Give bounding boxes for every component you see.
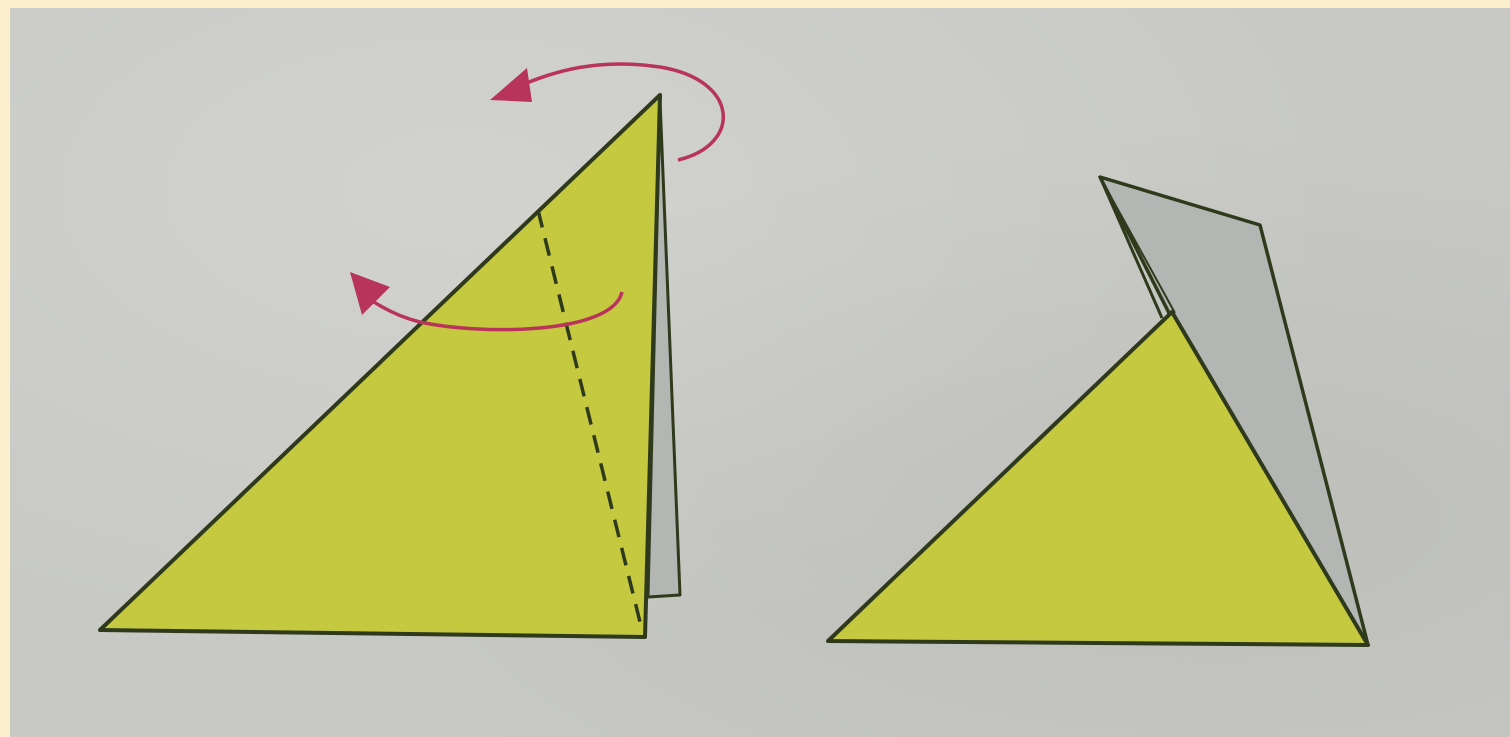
step-2-flap-crease-2 [1099, 176, 1176, 314]
step-1-yellow-triangle [98, 93, 662, 639]
step-2-yellow-triangle [826, 310, 1370, 647]
curved-arrow-top-icon [490, 62, 725, 162]
step-2-flap-crease [1098, 176, 1164, 319]
step-1-figure [98, 62, 725, 639]
step-2-figure [826, 175, 1370, 647]
curved-arrow-middle-icon [350, 272, 624, 332]
step-1-fold-line [536, 209, 642, 623]
